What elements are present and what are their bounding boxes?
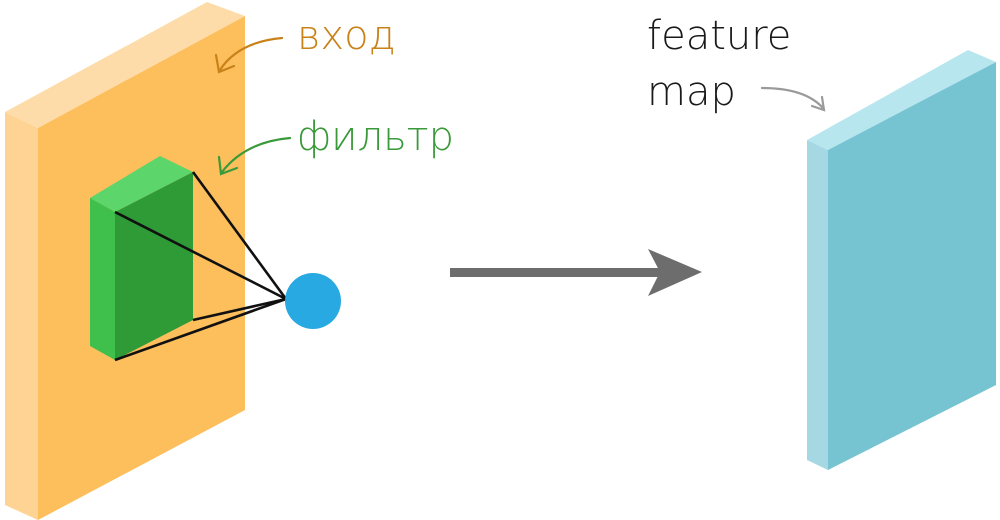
filter-front-face — [115, 172, 193, 360]
arrow-shaft — [450, 268, 660, 277]
feature-map-side-face — [807, 140, 828, 470]
projection-line — [191, 171, 288, 300]
transform-arrow — [450, 249, 702, 296]
input-callout-arrow — [214, 36, 284, 74]
projection-lines — [114, 171, 288, 362]
input-volume-top-face — [5, 2, 245, 128]
output-neuron — [285, 273, 341, 329]
projection-line — [114, 297, 287, 362]
projection-line — [114, 210, 287, 301]
feature-map-label-line1: feature — [647, 13, 791, 59]
filter-callout-arrow — [217, 136, 292, 176]
arrow-head — [648, 249, 702, 296]
feature-map-callout-arrow — [760, 86, 826, 112]
projection-line — [192, 297, 287, 322]
feature-map-front-face — [828, 62, 996, 470]
feature-map-label-line2: map — [647, 69, 736, 115]
feature-map-top-face — [807, 50, 996, 150]
filter-label: фильтр — [297, 114, 454, 160]
feature-map-plate — [807, 50, 996, 470]
filter-side-face — [90, 198, 115, 360]
filter-block — [90, 156, 193, 360]
input-label: вход — [297, 13, 396, 59]
input-volume-side-face — [5, 112, 38, 520]
filter-top-face — [90, 156, 193, 212]
